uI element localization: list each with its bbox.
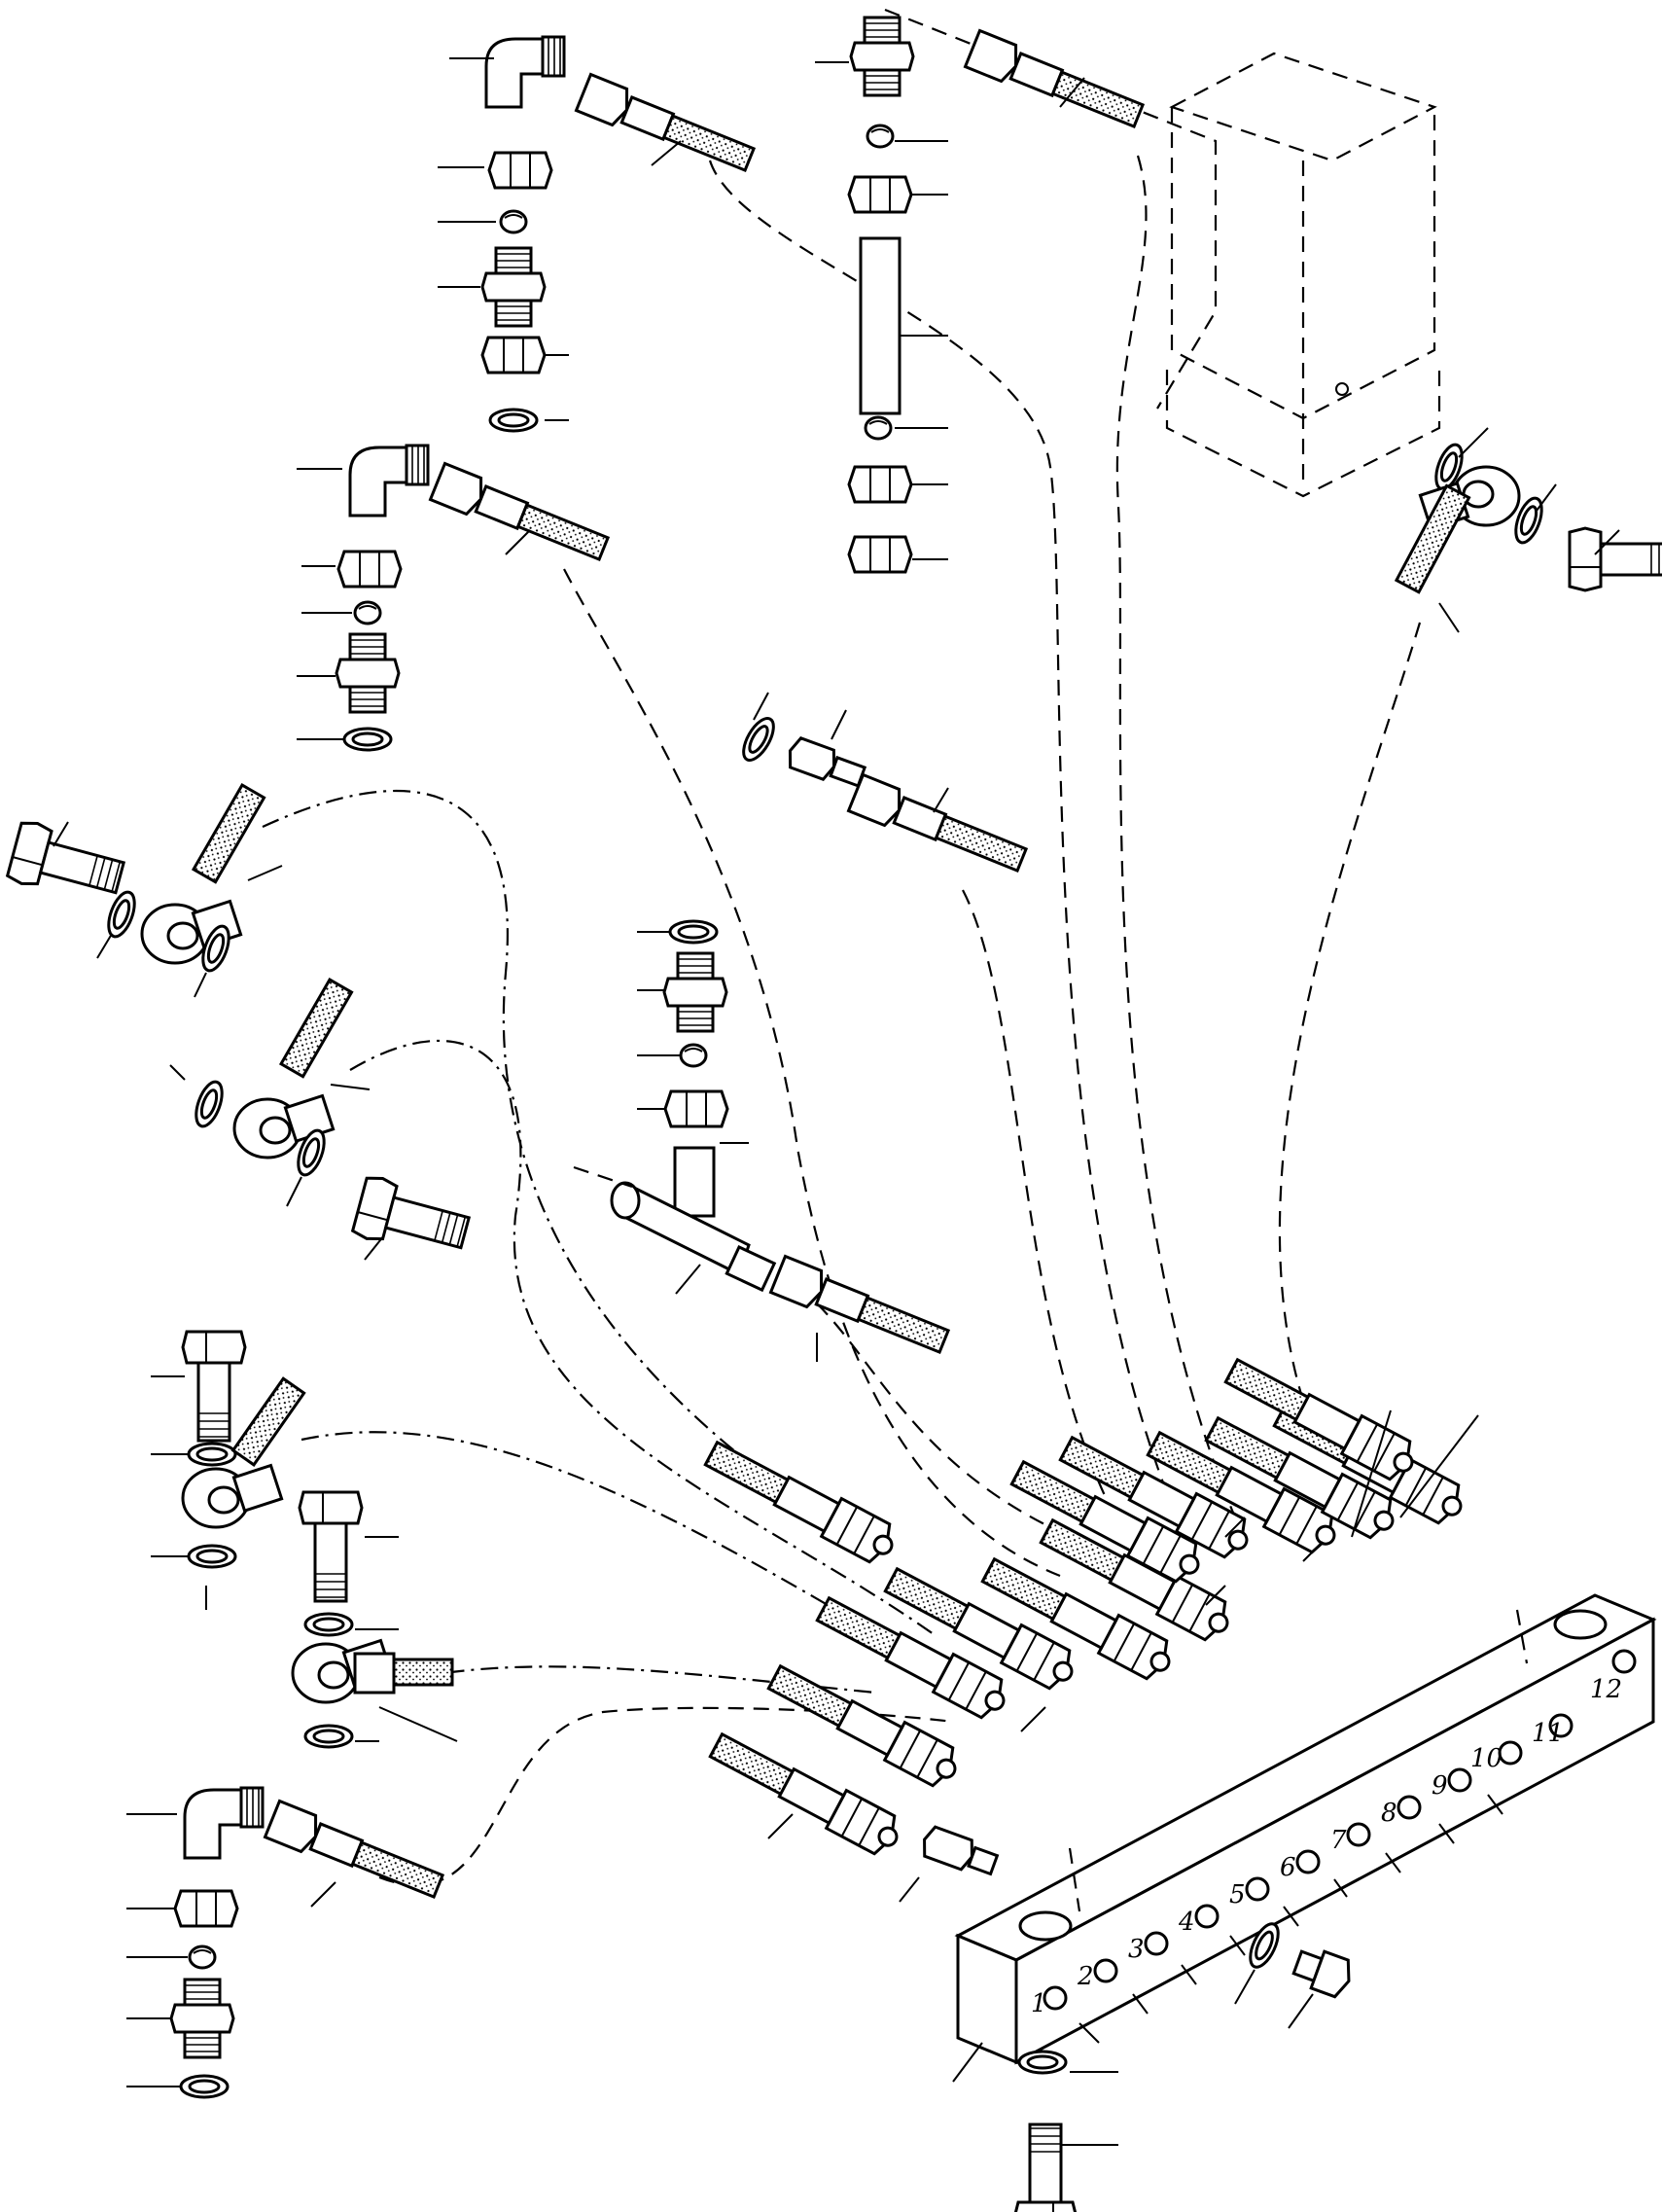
port-label-9: 9 bbox=[1432, 1771, 1448, 1801]
port-label-6: 6 bbox=[1280, 1853, 1296, 1882]
port-label-5: 5 bbox=[1229, 1880, 1246, 1909]
mounting-bolt bbox=[1012, 2050, 1118, 2212]
manifold-hose-fittings bbox=[699, 1350, 1479, 1862]
adapter-middle bbox=[735, 692, 1031, 879]
fitting-stack-lower-left bbox=[126, 1786, 447, 2099]
port-label-7: 7 bbox=[1330, 1826, 1347, 1855]
port-label-8: 8 bbox=[1381, 1799, 1397, 1828]
port-label-3: 3 bbox=[1128, 1935, 1145, 1964]
manifold-block bbox=[954, 1593, 1657, 2065]
port-label-10: 10 bbox=[1470, 1744, 1503, 1773]
banjo-fitting-left-lower bbox=[169, 978, 475, 1265]
banjo-fitting-left-upper bbox=[5, 783, 283, 998]
tee-fitting-center bbox=[573, 919, 953, 1362]
banjo-fitting-lower-left bbox=[151, 1330, 306, 1610]
manifold-port-labels: 1 2 3 4 5 6 7 8 9 10 11 12 bbox=[1031, 1675, 1622, 2018]
port-label-12: 12 bbox=[1590, 1675, 1622, 1704]
manifold-leader-lines bbox=[952, 1794, 1503, 2083]
valve-housing-phantom bbox=[1165, 52, 1441, 498]
port-plug bbox=[1234, 1918, 1351, 2029]
fitting-stack-middle-left bbox=[297, 444, 613, 752]
fitting-stack-top-left bbox=[438, 35, 759, 433]
port-label-1: 1 bbox=[1031, 1989, 1047, 2018]
fitting-stack-top-middle bbox=[815, 16, 1148, 574]
manifold-port-holes bbox=[1043, 1649, 1637, 2011]
banjo-fitting-lower-middle bbox=[291, 1490, 458, 1749]
port-adapter bbox=[899, 1825, 1000, 1903]
port-label-11: 11 bbox=[1532, 1719, 1564, 1748]
port-label-2: 2 bbox=[1077, 1962, 1094, 1991]
port-label-4: 4 bbox=[1178, 1908, 1195, 1937]
banjo-fitting-right bbox=[1394, 427, 1662, 633]
